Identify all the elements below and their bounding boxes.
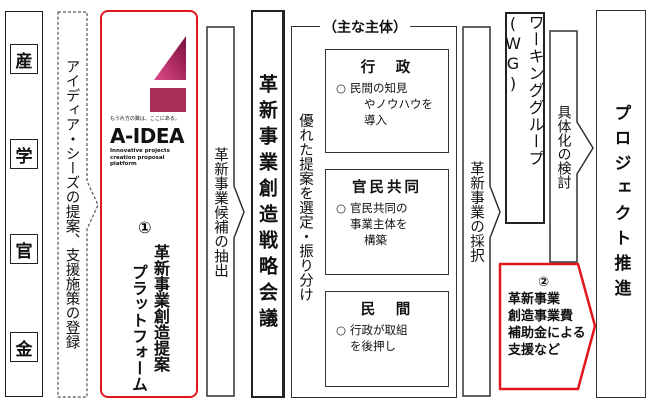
registration-arrow [57,11,99,398]
actors-title: （主な主体） [320,17,410,37]
selection-text: 優れた提案を選定・振り分け [297,112,313,302]
subsidy-arrow [498,262,597,391]
subsidy-line: 革新事業 [508,292,561,307]
actor-government: 行 政 ○ 民間の知見 やノウハウを 導入 [325,49,449,153]
adoption-text: 革新事業の採択 [468,161,484,263]
actor-desc-line: を後押し [350,339,396,353]
bullet-icon: ○ [336,323,347,337]
working-group: ワーキンググループ(WG) [504,12,545,224]
actor-desc-line: 導入 [364,113,387,127]
stakeholder-column: 産 学 官 金 [5,11,43,397]
actor-title: 行 政 [360,60,414,76]
actor-title: 官民共同 [352,180,422,196]
adoption-arrow [462,26,501,397]
a-idea-logo-mark [150,36,186,112]
subsidy-number: ② [538,275,550,290]
subsidy-line: 支援など [508,343,561,358]
stakeholder-industry: 産 [10,44,38,74]
logo-tagline-jp: もう片方の翼は、ここにある。 [110,116,180,122]
platform-number: ① [138,218,152,237]
bullet-icon: ○ [336,81,347,95]
logo-tagline-en-1: Innovative projects [110,148,170,154]
actor-desc-line: やノウハウを [364,97,433,111]
actor-private: 民 間 ○ 行政が取組 を後押し [325,291,449,387]
bullet-icon: ○ [336,201,347,215]
registration-text: アイディア・シーズの提案、支援施策の登録 [63,59,80,349]
project-promotion: プロジェクト推進 [596,10,646,398]
actor-desc-line: 事業主体を [350,217,408,231]
subsidy-line: 補助金による [508,326,586,341]
stakeholder-academia: 学 [10,139,38,169]
actor-public-private: 官民共同 ○ 官民共同の 事業主体を 構築 [325,169,449,275]
logo-name: A-IDEA [110,124,184,148]
logo-tagline-en-3: platform [110,161,137,167]
actor-title: 民 間 [360,302,414,318]
strategy-meeting: 革新事業創造戦略会議 [251,10,285,398]
platform-title-line2: プラットフォーム [129,264,148,392]
actor-desc-line: 構築 [364,233,387,247]
actors-panel: （主な主体） 優れた提案を選定・振り分け 行 政 ○ 民間の知見 やノウハウを … [291,17,457,398]
proposal-platform: もう片方の翼は、ここにある。 A-IDEA Innovative project… [100,10,198,398]
extraction-arrow [206,26,245,397]
logo-tagline-en-2: creation proposal [110,154,165,161]
concrete-study-text: 具体化の検討 [555,105,572,189]
platform-title-line1: 革新事業創造提案 [151,244,170,372]
extraction-text: 革新事業候補の抽出 [212,146,228,278]
subsidy-line: 創造事業費 [508,309,574,324]
actor-desc-line: 民間の知見 [350,81,408,95]
stakeholder-finance: 金 [10,332,38,362]
subsidy-box: ② 革新事業 創造事業費 補助金による 支援など [498,264,596,390]
actor-desc-line: 官民共同の [350,201,408,215]
actor-desc-line: 行政が取組 [350,323,408,337]
stakeholder-government: 官 [10,234,38,264]
concrete-study-arrow [549,30,594,263]
